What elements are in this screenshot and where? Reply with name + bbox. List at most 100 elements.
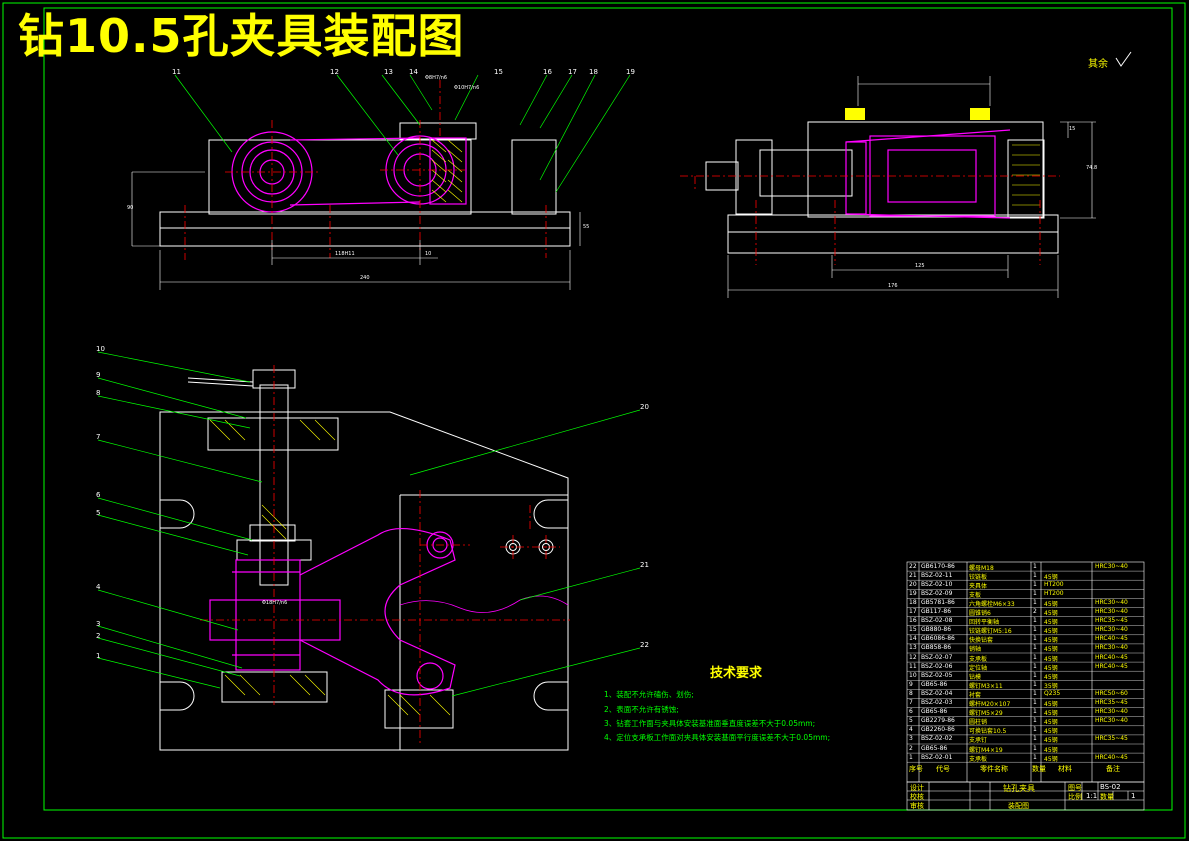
- bom-cell-code: BSZ-02-04: [921, 689, 953, 697]
- bom-cell-mat: HT200: [1044, 580, 1064, 588]
- bom-cell-code: GB2260-86: [921, 726, 955, 734]
- bom-cell-name: 螺杆M20×107: [969, 701, 1011, 708]
- bom-cell-no: 7: [909, 699, 913, 706]
- title-block-scale-label: 比例: [1068, 793, 1082, 801]
- bom-cell-mat: 45钢: [1044, 673, 1058, 681]
- title-block-drawing-no: BS-02: [1100, 783, 1121, 791]
- bom-cell-mat: 45钢: [1044, 655, 1058, 663]
- bom-cell-code: GB858-86: [921, 644, 952, 652]
- bom-cell-qty: 1: [1033, 680, 1037, 688]
- title-block-row-1: 设计: [910, 784, 924, 792]
- dim-90: 90: [127, 205, 134, 211]
- top-view-leaders: [97, 351, 641, 697]
- bom-cell-code: BSZ-02-06: [921, 662, 953, 670]
- tech-item-1: 1、装配不允许磕伤、划伤;: [604, 690, 694, 699]
- bom-cell-no: 10: [909, 671, 917, 679]
- bom-cell-note: HRC30~40: [1095, 562, 1128, 570]
- bom-cell-note: HRC30~40: [1095, 626, 1128, 634]
- bom-cell-name: 支承板: [969, 655, 988, 663]
- bom-cell-qty: 1: [1033, 598, 1037, 606]
- bom-cell-name: 铰链螺钉M5:16: [969, 628, 1012, 636]
- bom-cell-note: HRC40~45: [1095, 753, 1128, 761]
- callout-3: 3: [96, 620, 101, 628]
- bom-cell-name: 圆柱销: [969, 719, 988, 727]
- drawing-title: 钻10.5孔夹具装配图: [18, 9, 465, 63]
- bom-cell-name: 可换钻套10.5: [969, 728, 1007, 736]
- bom-cell-mat: 45钢: [1044, 710, 1058, 718]
- bom-cell-name: 夹具体: [969, 582, 988, 590]
- bom-cell-code: BSZ-02-03: [921, 699, 953, 706]
- dim-118H11: 118H11: [335, 251, 355, 257]
- bom-cell-qty: 1: [1033, 689, 1037, 697]
- bom-cell-code: GB65-86: [921, 744, 948, 752]
- bom-cell-code: GB65-86: [921, 708, 948, 716]
- bom-cell-code: BSZ-02-11: [921, 571, 953, 579]
- bom-cell-note: HRC30~40: [1095, 644, 1128, 652]
- bom-cell-name: 螺钉M4×19: [969, 746, 1003, 754]
- callout-15: 15: [494, 68, 503, 76]
- title-block-name: 钻孔夹具: [1003, 784, 1035, 793]
- bom-cell-note: HRC30~40: [1095, 598, 1128, 606]
- bom-row-lines: [907, 570, 1144, 763]
- title-block-qty-label: 数量: [1100, 793, 1114, 801]
- bom-cell-code: BSZ-02-08: [921, 617, 953, 625]
- callout-9: 9: [96, 371, 101, 379]
- bom-cell-qty: 1: [1033, 635, 1037, 643]
- bom-cell-name: 螺钉M5×29: [969, 710, 1003, 718]
- dim-74-8: 74.8: [1086, 165, 1098, 171]
- top-view-center: [200, 365, 570, 745]
- bom-cell-no: 11: [909, 662, 917, 670]
- side-view-dims: [727, 76, 1096, 298]
- bom-cell-qty: 1: [1033, 589, 1037, 597]
- bom-cell-qty: 1: [1033, 708, 1037, 716]
- callout-19: 19: [626, 68, 635, 76]
- callout-6: 6: [96, 491, 101, 499]
- bom-cell-no: 18: [909, 598, 917, 606]
- bom-cell-mat: 45钢: [1044, 728, 1058, 736]
- bom-cell-code: BSZ-02-01: [921, 753, 953, 761]
- front-view-leaders: [174, 74, 631, 193]
- bom-cell-qty: 1: [1033, 617, 1037, 625]
- bom-cell-mat: 45钢: [1044, 573, 1058, 581]
- callout-5: 5: [96, 509, 101, 517]
- bom-cell-qty: 1: [1033, 562, 1037, 570]
- bom-cell-qty: 1: [1033, 626, 1037, 634]
- bom-cell-code: BSZ-02-02: [921, 735, 953, 743]
- bom-cell-mat: 45钢: [1044, 628, 1058, 636]
- dim-55: 55: [583, 224, 590, 230]
- bom-cell-mat: 45钢: [1044, 637, 1058, 645]
- bom-cell-code: BSZ-02-10: [921, 580, 953, 588]
- bom-cell-note: HRC35~45: [1095, 735, 1128, 743]
- bom-cell-no: 1: [909, 753, 913, 761]
- bom-cell-name: 圆锥销6: [969, 610, 991, 617]
- bom-cell-name: 回转平衡轴: [969, 619, 1000, 627]
- bom-cell-qty: 1: [1033, 753, 1037, 761]
- top-view-slots: [160, 499, 568, 711]
- callout-1: 1: [96, 652, 101, 660]
- bom-cell-no: 21: [909, 571, 917, 579]
- bom-cell-qty: 1: [1033, 662, 1037, 670]
- side-view: [705, 121, 1059, 254]
- bom-cell-name: 支板: [969, 591, 982, 599]
- bom-cell-no: 15: [909, 626, 917, 634]
- bom-cell-note: HRC35~45: [1095, 699, 1128, 706]
- callout-21: 21: [640, 561, 649, 569]
- bom-cell-no: 16: [909, 617, 917, 625]
- bom-cell-mat: 45钢: [1044, 619, 1058, 627]
- callout-13: 13: [384, 68, 393, 76]
- inner-frame: [43, 7, 1173, 811]
- bom-cell-qty: 1: [1033, 717, 1037, 725]
- bom-cell-no: 5: [909, 717, 913, 725]
- bom-cell-note: HRC50~60: [1095, 689, 1128, 697]
- callout-10: 10: [96, 345, 105, 353]
- title-block-grid: [906, 781, 1145, 811]
- bom-cell-name: 六角螺栓M6×33: [969, 600, 1015, 608]
- bom-cell-qty: 1: [1033, 580, 1037, 588]
- bom-cell-mat: 45钢: [1044, 755, 1058, 763]
- callout-8: 8: [96, 389, 101, 397]
- front-view-dims: [131, 171, 581, 290]
- bom-cell-code: GB6170-86: [921, 562, 955, 570]
- fit-10: Φ10H7/n6: [454, 85, 480, 91]
- bom-header-qty: 数量: [1032, 765, 1046, 774]
